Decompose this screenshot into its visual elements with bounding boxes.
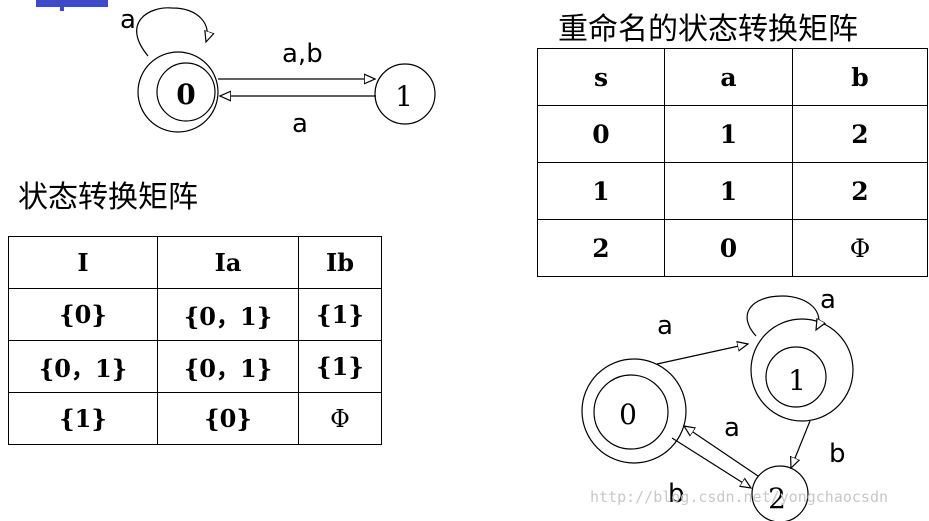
bottom-state-1-label: 1 bbox=[788, 364, 806, 397]
top-state-0-outer bbox=[137, 51, 219, 133]
table-cell: {1} bbox=[298, 288, 382, 341]
bottom-state-1-outer bbox=[750, 318, 854, 422]
renamed-state-transition-table: s a b 0 1 2 1 1 2 2 0 Φ bbox=[537, 48, 928, 277]
table-cell: Φ bbox=[792, 219, 928, 277]
table-row: 0 1 2 bbox=[537, 105, 928, 163]
table-cell: {0，1} bbox=[8, 340, 158, 393]
table-cell: {1} bbox=[298, 340, 382, 393]
column-header: a bbox=[664, 48, 793, 106]
table-cell: 2 bbox=[792, 162, 928, 220]
table-cell: 1 bbox=[664, 105, 793, 163]
bottom-edge-1-2-label: b bbox=[829, 439, 846, 469]
table-cell: {0，1} bbox=[157, 288, 299, 341]
bottom-edge-0-2 bbox=[671, 437, 751, 488]
table-row: {0，1} {0，1} {1} bbox=[8, 340, 382, 393]
corner-accent-bar bbox=[36, 0, 108, 7]
table-cell: {1} bbox=[8, 392, 158, 445]
column-header: Ib bbox=[298, 236, 382, 289]
bottom-edge-1-1-label: a bbox=[820, 285, 836, 315]
table-row: 2 0 Φ bbox=[537, 219, 928, 277]
column-header: Ia bbox=[157, 236, 299, 289]
top-edge-0-1-label: a,b bbox=[282, 39, 323, 69]
column-header: b bbox=[792, 48, 928, 106]
top-state-1-label: 1 bbox=[395, 80, 413, 113]
bottom-edge-2-0-label: a bbox=[724, 413, 740, 443]
bottom-state-1-inner bbox=[765, 346, 827, 408]
bottom-edge-1-1 bbox=[746, 295, 819, 337]
table-cell: 1 bbox=[537, 162, 665, 220]
bottom-state-0-label: 0 bbox=[619, 398, 637, 431]
bottom-state-0-inner bbox=[593, 374, 669, 450]
top-state-0-inner bbox=[156, 62, 216, 122]
bottom-diagram: 0 1 2 a a b a b bbox=[581, 285, 854, 521]
table-cell: {0} bbox=[157, 392, 299, 445]
table-row: {0} {0，1} {1} bbox=[8, 288, 382, 341]
table-cell: 2 bbox=[792, 105, 928, 163]
table-cell: 0 bbox=[664, 219, 793, 277]
table-header-row: s a b bbox=[537, 48, 928, 106]
bottom-edge-2-0 bbox=[684, 426, 759, 477]
corner-accent-notch bbox=[60, 0, 64, 11]
bottom-state-2 bbox=[751, 465, 809, 521]
top-edge-1-0-label: a bbox=[292, 109, 308, 139]
top-state-0-label: 0 bbox=[176, 78, 195, 111]
column-header: I bbox=[8, 236, 158, 289]
bottom-edge-0-1-label: a bbox=[657, 311, 673, 341]
left-table-title: 状态转换矩阵 bbox=[18, 180, 198, 215]
bottom-state-0-outer bbox=[581, 358, 687, 464]
table-cell: 2 bbox=[537, 219, 665, 277]
table-row: {1} {0} Φ bbox=[8, 392, 382, 445]
top-edge-0-0-label: a bbox=[120, 5, 136, 35]
table-row: 1 1 2 bbox=[537, 162, 928, 220]
right-table-title: 重命名的状态转换矩阵 bbox=[558, 12, 858, 47]
bottom-edge-0-2-label: b bbox=[668, 479, 685, 509]
bottom-edge-0-1 bbox=[656, 344, 748, 365]
top-diagram: a 0 1 a,b a bbox=[120, 5, 436, 139]
state-transition-table: I Ia Ib {0} {0，1} {1} {0，1} {0，1} {1} {1… bbox=[8, 236, 382, 445]
table-cell: {0，1} bbox=[157, 340, 299, 393]
table-cell: 1 bbox=[664, 162, 793, 220]
top-state-1 bbox=[374, 63, 436, 125]
table-header-row: I Ia Ib bbox=[8, 236, 382, 289]
table-cell: Φ bbox=[298, 392, 382, 445]
column-header: s bbox=[537, 48, 665, 106]
top-edge-0-0 bbox=[136, 7, 208, 57]
watermark-url: http://blog.csdn.net/yongchaocsdn bbox=[590, 488, 889, 506]
table-cell: 0 bbox=[537, 105, 665, 163]
bottom-edge-1-2 bbox=[791, 420, 811, 468]
table-cell: {0} bbox=[8, 288, 158, 341]
bottom-state-2-label: 2 bbox=[768, 482, 786, 515]
